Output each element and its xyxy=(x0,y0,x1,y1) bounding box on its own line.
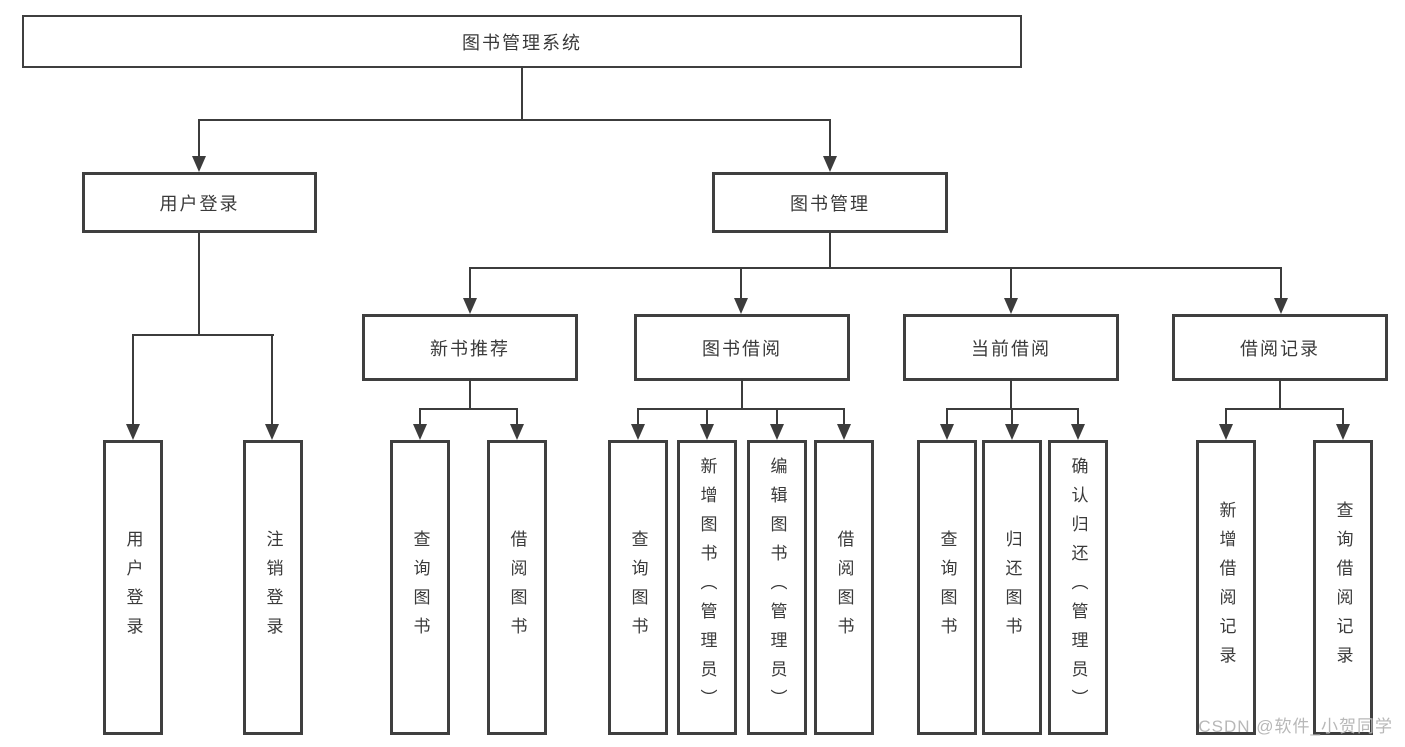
connector-drop xyxy=(271,334,273,426)
connector-drop xyxy=(132,334,134,426)
node-label: 图书管理 xyxy=(790,193,870,214)
connector-user-login-trunk xyxy=(198,233,200,336)
arrow-down-icon xyxy=(192,156,206,172)
leaf-label: 编辑图书（管理员） xyxy=(767,457,787,718)
arrow-down-icon xyxy=(770,424,784,440)
connector-trunk xyxy=(1279,379,1281,410)
leaf-label: 用户登录 xyxy=(123,529,143,646)
leaf-query-books-current: 查询图书 xyxy=(917,440,977,735)
arrow-down-icon xyxy=(1004,298,1018,314)
connector-drop xyxy=(843,408,845,426)
connector-root-trunk xyxy=(521,66,523,121)
node-label: 图书管理系统 xyxy=(462,32,582,53)
connector-root-drop-right xyxy=(829,119,831,159)
node-borrow-records: 借阅记录 xyxy=(1172,314,1388,381)
arrow-down-icon xyxy=(463,298,477,314)
leaf-logout: 注销登录 xyxy=(243,440,303,735)
arrow-down-icon xyxy=(1005,424,1019,440)
arrow-down-icon xyxy=(1336,424,1350,440)
arrow-down-icon xyxy=(631,424,645,440)
connector-drop xyxy=(706,408,708,426)
leaf-label: 查询图书 xyxy=(628,529,648,646)
node-label: 用户登录 xyxy=(159,193,240,214)
connector-drop xyxy=(516,408,518,426)
leaf-add-borrow-record: 新增借阅记录 xyxy=(1196,440,1256,735)
connector-trunk xyxy=(741,379,743,410)
connector-root-drop-left xyxy=(198,119,200,159)
leaf-borrow-books: 借阅图书 xyxy=(814,440,874,735)
connector-drop xyxy=(946,408,948,426)
connector-book-mgmt-span xyxy=(469,267,1282,269)
connector-drop xyxy=(469,267,471,300)
node-label: 新书推荐 xyxy=(430,338,510,359)
leaf-query-borrow-record: 查询借阅记录 xyxy=(1313,440,1373,735)
connector-drop xyxy=(637,408,639,426)
connector-drop xyxy=(1011,408,1013,426)
leaf-label: 借阅图书 xyxy=(834,529,854,646)
connector-book-mgmt-trunk xyxy=(829,233,831,269)
leaf-label: 注销登录 xyxy=(263,529,283,646)
leaf-label: 确认归还（管理员） xyxy=(1068,457,1088,718)
leaf-label: 新增借阅记录 xyxy=(1216,500,1236,675)
leaf-confirm-return-admin: 确认归还（管理员） xyxy=(1048,440,1108,735)
leaf-query-books-borrow: 查询图书 xyxy=(608,440,668,735)
arrow-down-icon xyxy=(734,298,748,314)
arrow-down-icon xyxy=(837,424,851,440)
leaf-label: 借阅图书 xyxy=(507,529,527,646)
connector-span xyxy=(637,408,845,410)
arrow-down-icon xyxy=(265,424,279,440)
arrow-down-icon xyxy=(510,424,524,440)
node-current-borrow: 当前借阅 xyxy=(903,314,1119,381)
leaf-label: 新增图书（管理员） xyxy=(697,457,717,718)
connector-trunk xyxy=(469,379,471,410)
arrow-down-icon xyxy=(413,424,427,440)
connector-span xyxy=(419,408,518,410)
node-new-book-recommend: 新书推荐 xyxy=(362,314,578,381)
leaf-return-books: 归还图书 xyxy=(982,440,1042,735)
csdn-watermark: CSDN @软件_小贺同学 xyxy=(1198,717,1393,736)
node-label: 当前借阅 xyxy=(971,338,1051,359)
node-book-borrow: 图书借阅 xyxy=(634,314,850,381)
connector-trunk xyxy=(1010,379,1012,410)
leaf-edit-books-admin: 编辑图书（管理员） xyxy=(747,440,807,735)
arrow-down-icon xyxy=(823,156,837,172)
connector-drop xyxy=(1077,408,1079,426)
leaf-label: 归还图书 xyxy=(1002,529,1022,646)
arrow-down-icon xyxy=(126,424,140,440)
connector-span xyxy=(1225,408,1344,410)
connector-drop xyxy=(1010,267,1012,300)
leaf-label: 查询图书 xyxy=(410,529,430,646)
connector-root-span xyxy=(198,119,831,121)
connector-drop xyxy=(419,408,421,426)
node-label: 图书借阅 xyxy=(702,338,782,359)
connector-drop xyxy=(1280,267,1282,300)
leaf-label: 查询借阅记录 xyxy=(1333,500,1353,675)
leaf-label: 查询图书 xyxy=(937,529,957,646)
node-user-login: 用户登录 xyxy=(82,172,317,233)
arrow-down-icon xyxy=(700,424,714,440)
leaf-borrow-books-recommend: 借阅图书 xyxy=(487,440,547,735)
connector-drop xyxy=(1342,408,1344,426)
connector-drop xyxy=(1225,408,1227,426)
arrow-down-icon xyxy=(940,424,954,440)
node-system-root: 图书管理系统 xyxy=(22,15,1022,68)
leaf-user-login: 用户登录 xyxy=(103,440,163,735)
leaf-add-books-admin: 新增图书（管理员） xyxy=(677,440,737,735)
arrow-down-icon xyxy=(1274,298,1288,314)
arrow-down-icon xyxy=(1219,424,1233,440)
connector-user-login-span xyxy=(132,334,274,336)
node-label: 借阅记录 xyxy=(1240,338,1320,359)
node-book-management: 图书管理 xyxy=(712,172,948,233)
arrow-down-icon xyxy=(1071,424,1085,440)
connector-drop xyxy=(740,267,742,300)
leaf-query-books-recommend: 查询图书 xyxy=(390,440,450,735)
connector-drop xyxy=(776,408,778,426)
